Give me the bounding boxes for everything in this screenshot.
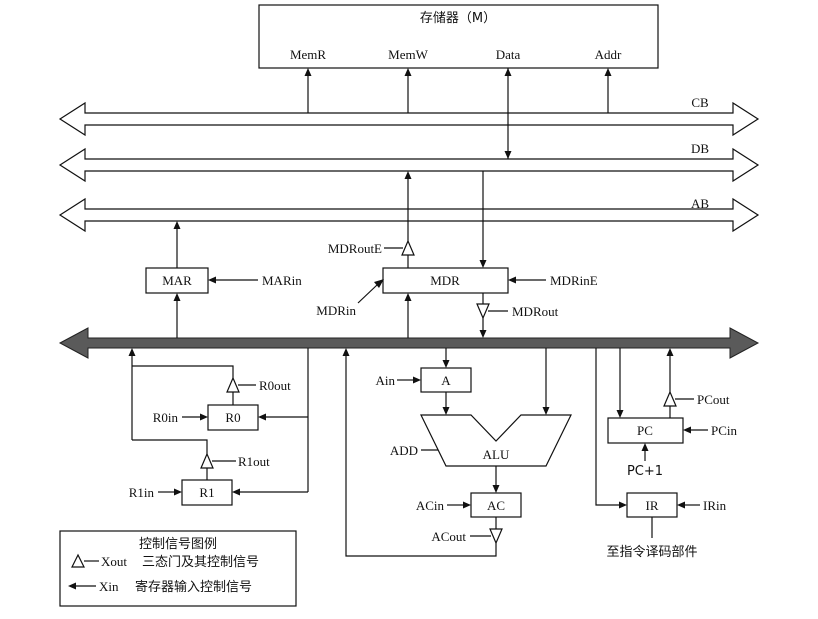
bus-to-ir-wire [595,348,619,506]
acout-tristate-gate [489,528,503,545]
r0-to-bus-wire [132,365,234,378]
pc-plus1-label: PC+1 [627,464,663,479]
mdrout-label: MDRout [512,304,559,319]
a-register [420,367,472,393]
mar-to-ab-arrowhead [173,221,181,229]
bus-to-r1-arrowhead [232,488,240,496]
mdr-to-db-arrowhead [404,171,412,179]
bus-to-mar-arrowhead [173,293,181,301]
ac-to-bus-wire [345,356,497,557]
memory-port-memw: MemW [388,47,428,62]
pcout-tristate-gate [663,390,677,407]
memory-port-data: Data [496,47,521,62]
legend-tristate-icon [71,553,85,568]
memw-arrowhead [404,68,412,76]
ir-label: IR [646,498,659,513]
ac-to-bus-arrowhead [342,348,350,356]
irin-label: IRin [703,498,727,513]
mdr-label: MDR [430,273,460,288]
memr-arrowhead [304,68,312,76]
address-bus-label: AB [691,196,709,211]
pc-to-bus-arrowhead [666,348,674,356]
ain-label: Ain [376,373,396,388]
mar-label: MAR [162,273,192,288]
mdrine-arrowhead [508,276,516,284]
legend-box [59,530,297,607]
db-to-mdr-arrowhead [479,260,487,268]
ac-label: AC [487,498,505,513]
legend-title: 控制信号图例 [139,537,217,552]
r0out-tristate-gate [226,376,240,393]
alu-to-ac-arrowhead [492,485,500,493]
pcout-label: PCout [697,392,730,407]
data-down-arrowhead [504,151,512,159]
acout-label: ACout [431,529,466,544]
r1out-label: R1out [238,454,270,469]
bus-to-alu-arrowhead [542,407,550,415]
data-bus [58,147,760,183]
r1-to-bus-wire [132,439,208,454]
pcin-arrowhead [683,426,691,434]
r1-register [181,479,233,506]
pcin-label: PCin [711,423,738,438]
alu-label: ALU [483,447,510,462]
acin-arrowhead [463,501,471,509]
ir-register [626,492,678,518]
data-bus-label: DB [691,141,709,156]
mdrin-line [357,284,378,304]
mdrout-tristate-gate [476,303,490,320]
r0in-arrowhead [200,413,208,421]
r1in-label: R1in [129,485,155,500]
add-label: ADD [390,443,418,458]
marin-label: MARin [262,273,302,288]
r0in-label: R0in [153,410,179,425]
pc-plus1-arrowhead [641,443,649,451]
address-bus [58,197,760,233]
mdrin-label: MDRin [316,303,356,318]
control-bus-label: CB [691,95,709,110]
legend-arrow-icon [68,582,76,590]
r0-label: R0 [225,410,240,425]
bus-to-a-arrowhead [442,360,450,368]
bus-to-pc-arrowhead [616,410,624,418]
data-up-arrowhead [504,68,512,76]
r1in-arrowhead [174,488,182,496]
pc-register [607,417,684,444]
r1-label: R1 [199,485,214,500]
legend-xout-symbol: Xout [101,554,127,569]
memory-block [258,4,659,69]
mdroute-label: MDRoutE [328,241,382,256]
regs-to-bus-arrowhead [128,348,136,356]
memory-title: 存储器（M） [420,11,496,26]
acin-label: ACin [416,498,445,513]
a-to-alu-arrowhead [442,407,450,415]
legend-xout-text: 三态门及其控制信号 [142,555,259,570]
mdrin-arrowhead [374,279,384,288]
mdr-to-bus-arrowhead [479,330,487,338]
r0out-label: R0out [259,378,291,393]
mdrine-label: MDRinE [550,273,598,288]
pc-label: PC [637,423,653,438]
control-bus [58,101,760,137]
bus-to-mdr-arrowhead [404,293,412,301]
addr-arrowhead [604,68,612,76]
r0-register [207,404,259,431]
bus-to-r0-arrowhead [258,413,266,421]
a-label: A [441,373,451,388]
to-decoder-label: 至指令译码部件 [606,545,697,560]
mdroute-tristate-gate [401,239,415,256]
memory-port-memr: MemR [290,47,326,62]
memory-port-addr: Addr [595,47,622,62]
internal-bus [58,327,760,359]
ain-arrowhead [413,376,421,384]
legend-xin-text: 寄存器输入控制信号 [135,579,252,595]
bus-to-ir-arrowhead [619,501,627,509]
legend-xin-symbol: Xin [99,579,119,594]
irin-arrowhead [677,501,685,509]
marin-arrowhead [208,276,216,284]
r1out-tristate-gate [200,452,214,469]
